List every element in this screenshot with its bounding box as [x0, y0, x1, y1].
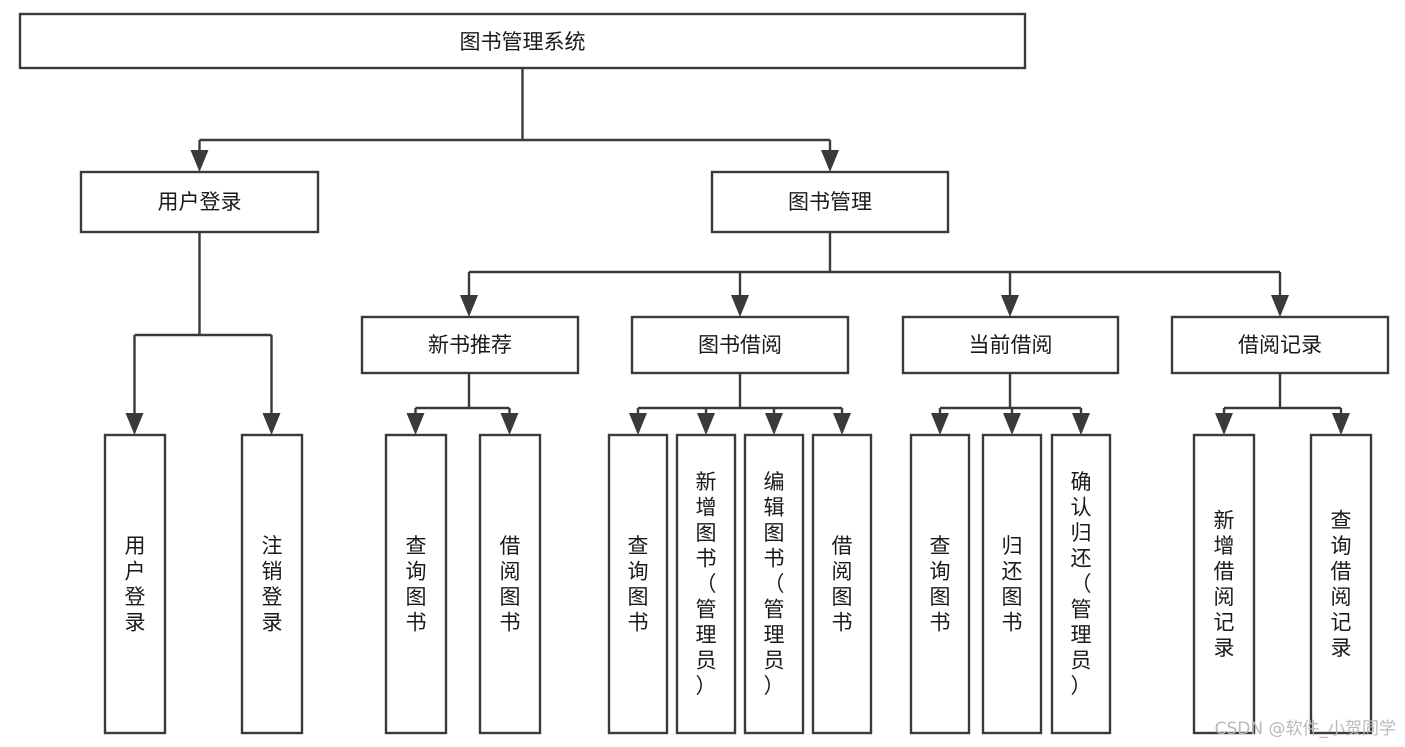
- leaf-nodes: 用户登录 注销登录 查询图书 借阅图书 查询图书 新增图书（管理员） 编辑图书（管理员） 借阅…: [103, 433, 1373, 735]
- node-box: [710, 170, 950, 234]
- node-box: [901, 315, 1120, 375]
- node-box: [675, 433, 737, 735]
- leaf-node[interactable]: 借阅图书: [811, 433, 873, 735]
- leaf-node[interactable]: 新增图书（管理员）: [675, 433, 737, 735]
- leaf-node[interactable]: 用户登录: [103, 433, 167, 735]
- node-box: [478, 433, 542, 735]
- arrowhead-icon: [1001, 295, 1019, 317]
- leaf-node[interactable]: 查询图书: [607, 433, 669, 735]
- arrowhead-icon: [500, 413, 519, 435]
- leaf-node[interactable]: 查询借阅记录: [1309, 433, 1373, 735]
- node-book-management[interactable]: 图书管理: [710, 170, 950, 234]
- node-box: [1192, 433, 1256, 735]
- node-box: [103, 433, 167, 735]
- node-box: [630, 315, 850, 375]
- leaf-node[interactable]: 借阅图书: [478, 433, 542, 735]
- node-label: 借阅记录: [1238, 333, 1322, 357]
- arrowhead-icon: [1215, 413, 1233, 435]
- arrowhead-icon: [931, 413, 949, 435]
- arrowhead-icon: [460, 295, 478, 317]
- node-box: [1050, 433, 1112, 735]
- node-label: 图书借阅: [698, 333, 782, 357]
- node-label: 用户登录: [158, 190, 242, 214]
- arrowhead-icon: [833, 413, 851, 435]
- arrowhead-icon: [1271, 295, 1289, 317]
- node-box: [240, 433, 304, 735]
- node-label-vertical: 借阅图书: [832, 534, 853, 635]
- node-label: 当前借阅: [969, 333, 1053, 357]
- arrowhead-icon: [125, 413, 144, 435]
- arrowhead-icon: [1072, 413, 1090, 435]
- arrow-heads: [125, 150, 1350, 435]
- node-root-book-management-system[interactable]: 图书管理系统: [18, 12, 1027, 70]
- node-box: [743, 433, 805, 735]
- arrowhead-icon: [1003, 413, 1021, 435]
- arrowhead-icon: [406, 413, 425, 435]
- node-label-vertical: 注销登录: [262, 534, 283, 635]
- node-book-borrow[interactable]: 图书借阅: [630, 315, 850, 375]
- node-label: 新书推荐: [428, 333, 512, 357]
- node-box: [384, 433, 448, 735]
- node-box: [360, 315, 580, 375]
- node-label-vertical: 新增借阅记录: [1214, 508, 1235, 660]
- arrowhead-icon: [629, 413, 647, 435]
- arrowhead-icon: [1332, 413, 1350, 435]
- node-label-vertical: 确认归还（管理员）: [1071, 470, 1092, 698]
- node-box: [811, 433, 873, 735]
- arrowhead-icon: [765, 413, 783, 435]
- node-label-vertical: 借阅图书: [500, 534, 521, 635]
- leaf-node[interactable]: 编辑图书（管理员）: [743, 433, 805, 735]
- leaf-node[interactable]: 新增借阅记录: [1192, 433, 1256, 735]
- node-user-login[interactable]: 用户登录: [79, 170, 320, 234]
- node-box: [79, 170, 320, 234]
- node-borrow-record[interactable]: 借阅记录: [1170, 315, 1390, 375]
- arrowhead-icon: [821, 150, 839, 172]
- node-current-borrow[interactable]: 当前借阅: [901, 315, 1120, 375]
- leaf-node[interactable]: 归还图书: [981, 433, 1043, 735]
- node-label: 图书管理: [788, 190, 872, 214]
- node-label: 图书管理系统: [460, 30, 586, 54]
- arrowhead-icon: [262, 413, 281, 435]
- node-label-vertical: 查询图书: [406, 534, 427, 635]
- node-box: [909, 433, 971, 735]
- node-label-vertical: 归还图书: [1002, 534, 1023, 635]
- node-label-vertical: 查询图书: [628, 534, 649, 635]
- arrowhead-icon: [697, 413, 715, 435]
- node-label-vertical: 查询图书: [930, 534, 951, 635]
- watermark-label: CSDN @软件_小贺同学: [1215, 719, 1396, 739]
- arrowhead-icon: [731, 295, 749, 317]
- node-label-vertical: 编辑图书（管理员）: [764, 470, 785, 698]
- node-box: [1170, 315, 1390, 375]
- node-box: [1309, 433, 1373, 735]
- node-box: [18, 12, 1027, 70]
- node-label-vertical: 新增图书（管理员）: [696, 470, 717, 698]
- leaf-node[interactable]: 确认归还（管理员）: [1050, 433, 1112, 735]
- node-box: [981, 433, 1043, 735]
- node-label-vertical: 查询借阅记录: [1331, 508, 1352, 660]
- leaf-node[interactable]: 查询图书: [909, 433, 971, 735]
- node-label-vertical: 用户登录: [125, 534, 146, 635]
- leaf-node[interactable]: 注销登录: [240, 433, 304, 735]
- arrowhead-icon: [190, 150, 209, 172]
- node-box: [607, 433, 669, 735]
- leaf-node[interactable]: 查询图书: [384, 433, 448, 735]
- node-new-book-recommend[interactable]: 新书推荐: [360, 315, 580, 375]
